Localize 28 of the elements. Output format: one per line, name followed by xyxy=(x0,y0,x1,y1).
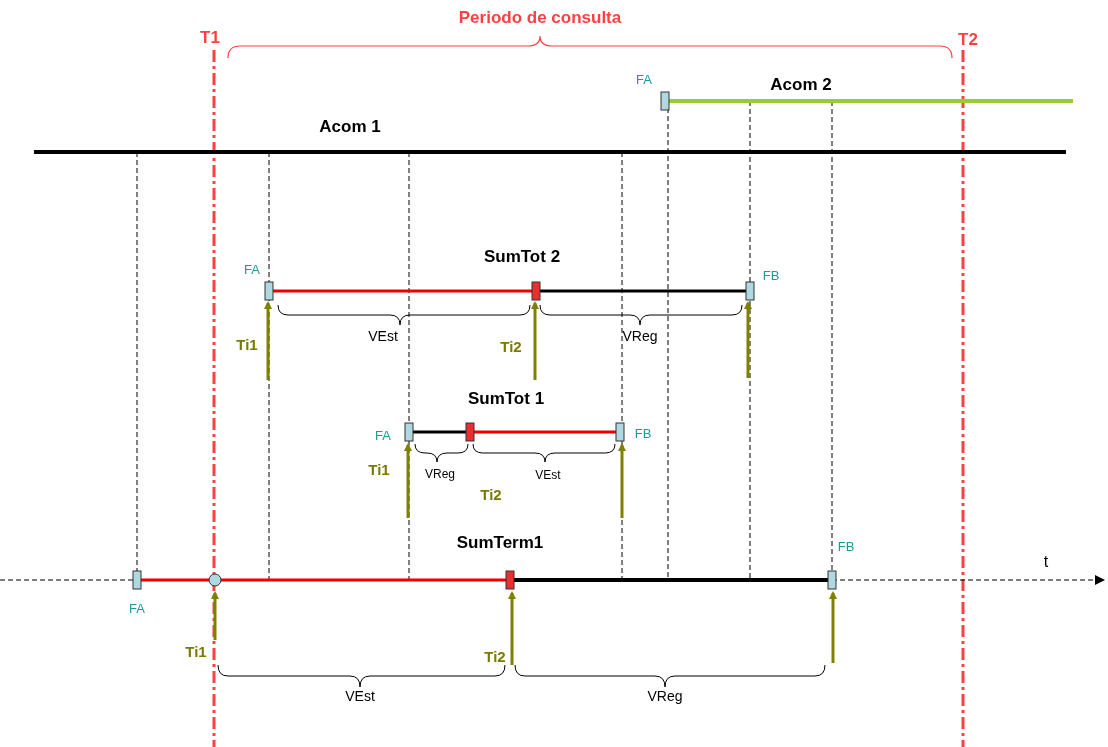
span-label: VEst xyxy=(368,329,398,345)
marker-label: FA xyxy=(636,72,652,88)
marker-label: FA xyxy=(244,262,260,278)
instant-label: Ti1 xyxy=(236,336,258,354)
line-label: SumTot 1 xyxy=(467,389,545,409)
line-label: SumTot 2 xyxy=(483,247,561,267)
marker-label: FB xyxy=(837,539,855,555)
instant-label: Ti2 xyxy=(480,486,502,504)
span-label: VEst xyxy=(345,689,375,705)
boundary-label: T1 xyxy=(200,28,220,48)
instant-label: Ti1 xyxy=(185,643,207,661)
span-label: VEst xyxy=(535,469,561,483)
instant-label: Ti1 xyxy=(368,461,390,479)
line-label: SumTerm1 xyxy=(456,533,544,553)
line-label: Acom 2 xyxy=(770,75,832,95)
period-label: Periodo de consulta xyxy=(458,8,622,28)
axis-label: t xyxy=(1043,553,1049,571)
instant-label: Ti2 xyxy=(500,338,522,356)
boundary-label: T2 xyxy=(958,30,978,50)
marker-label: FB xyxy=(762,268,780,284)
marker-label: FB xyxy=(634,426,652,442)
span-label: VReg xyxy=(425,468,455,482)
marker-label: FA xyxy=(375,428,391,444)
span-label: VReg xyxy=(622,329,658,345)
instant-label: Ti2 xyxy=(484,648,506,666)
line-label: Acom 1 xyxy=(319,117,381,137)
marker-label: FA xyxy=(129,601,145,617)
span-label: VReg xyxy=(647,689,683,705)
